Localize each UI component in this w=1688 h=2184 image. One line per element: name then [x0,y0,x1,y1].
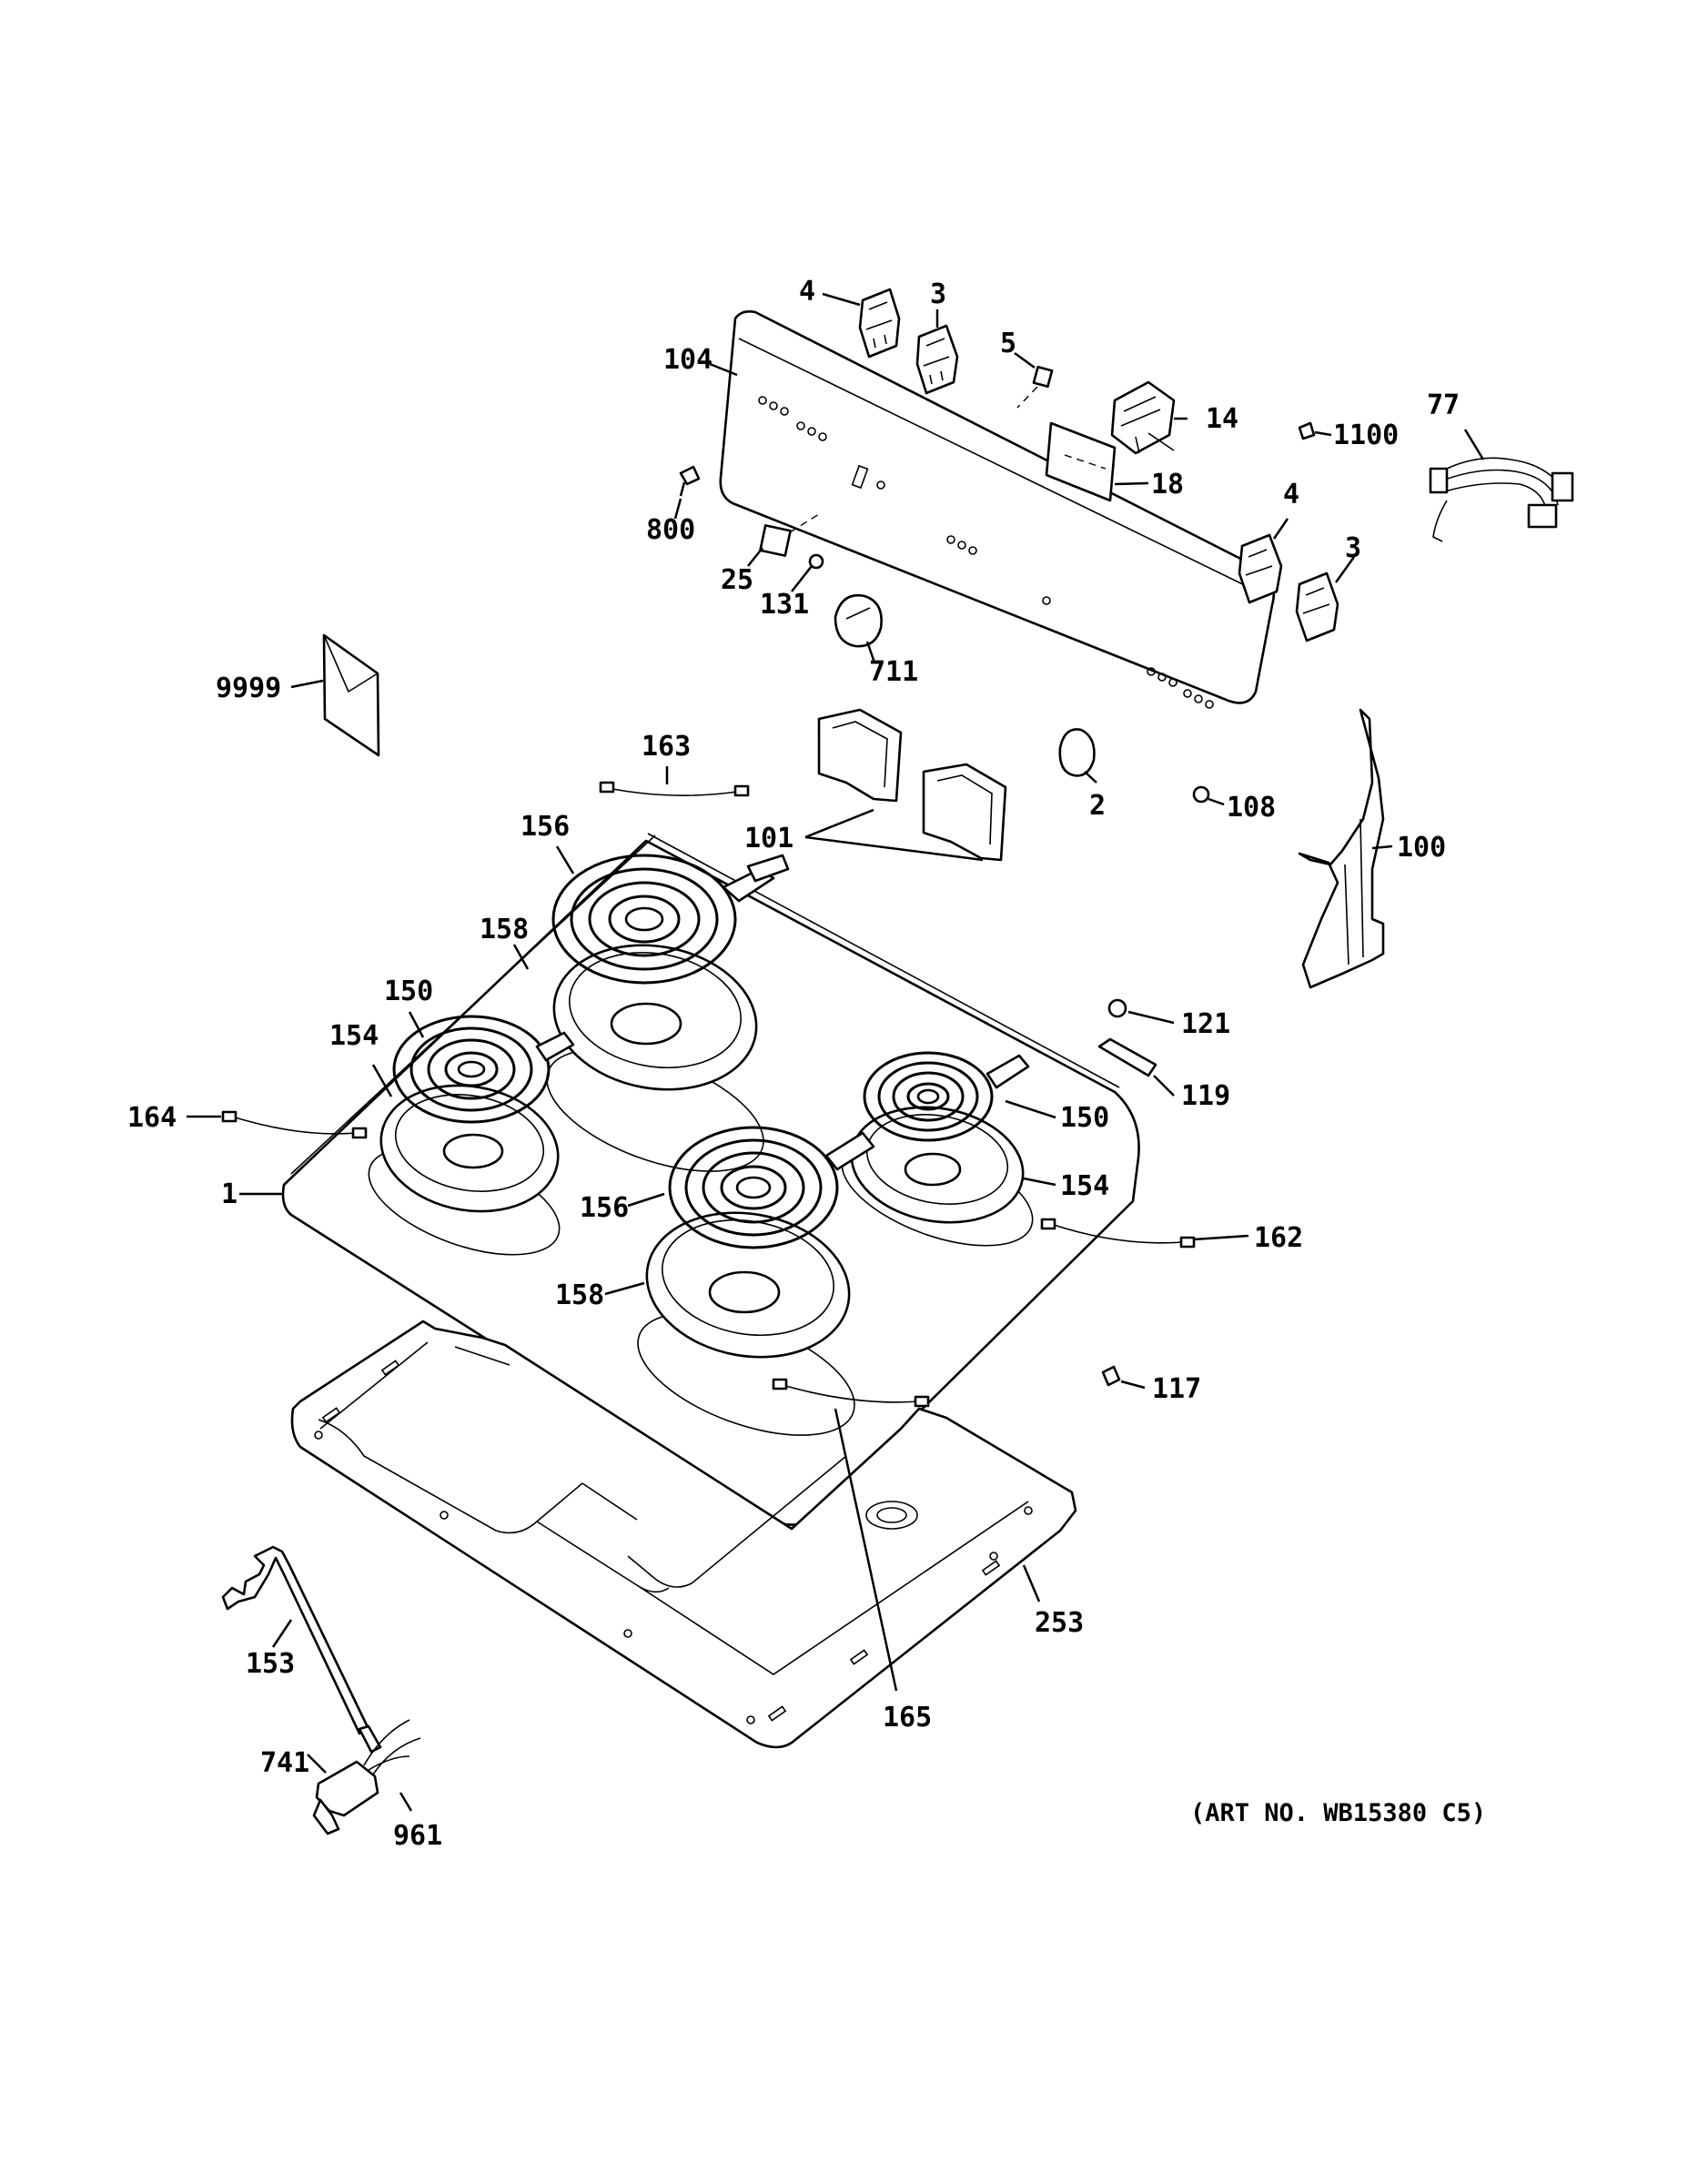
screw-121 [1107,998,1127,1018]
callout-3: 3 [930,278,946,310]
indicator-light-5 [1016,365,1054,409]
infinite-switch-3-right [1295,571,1339,642]
callout-162: 162 [1254,1222,1303,1254]
callout-741: 741 [260,1747,309,1779]
coil-element-156-top [551,854,790,985]
wire-harness-77 [1429,457,1574,542]
callout-5: 5 [1000,328,1016,359]
infinite-switch-3-top [915,324,959,395]
literature-9999 [322,633,380,757]
callout-150-left: 150 [384,976,433,1007]
callout-14: 14 [1206,403,1238,435]
screw-800 [679,465,701,497]
drip-pan-158-top [552,944,758,1091]
drip-pan-158-front [645,1211,851,1359]
callout-165: 165 [883,1702,932,1734]
callout-104: 104 [663,344,713,376]
side-trim-100 [1298,708,1385,989]
overlay-18 [1045,421,1117,502]
callout-156-front: 156 [580,1192,629,1224]
rod-153 [221,1545,382,1754]
callout-154-right: 154 [1060,1170,1109,1202]
wire-162 [1040,1218,1196,1249]
callout-100: 100 [1397,832,1446,864]
callout-108: 108 [1227,792,1276,824]
leader-lines [187,292,1485,1812]
coil-element-150-right [863,1051,1030,1142]
callout-1: 1 [221,1178,238,1210]
callout-711: 711 [869,656,918,688]
callout-150-right: 150 [1060,1102,1109,1134]
callout-163: 163 [642,731,691,763]
timer-14 [1110,380,1176,455]
callout-154-left: 154 [329,1020,379,1052]
knob-2 [1058,728,1096,777]
screw-108 [1192,785,1210,804]
callout-156-top: 156 [521,811,570,843]
callout-4-right: 4 [1283,479,1299,511]
clip-117 [1101,1365,1121,1387]
art-number: (ART NO. WB15380 C5) [1190,1799,1486,1827]
callout-131: 131 [760,589,809,621]
brackets-101 [817,708,1007,862]
screw-1100 [1298,421,1316,440]
callout-2: 2 [1089,790,1106,822]
callout-101: 101 [744,823,793,854]
callout-153: 153 [246,1648,295,1680]
callout-77: 77 [1427,389,1460,421]
callout-25: 25 [721,564,753,596]
bracket-119 [1097,1037,1157,1077]
infinite-switch-4-top [858,288,901,359]
callout-9999: 9999 [216,672,281,704]
coil-element-156-front [668,1126,875,1249]
callout-3-right: 3 [1345,532,1361,564]
callout-121: 121 [1181,1008,1230,1040]
callout-119: 119 [1181,1080,1230,1112]
callout-labels: 4 3 5 104 14 1100 77 18 800 4 3 25 131 7… [127,276,1486,1852]
drip-pan-154-left [379,1084,560,1213]
burner-box-253 [290,1320,1077,1749]
knob-stem-131 [808,553,824,570]
callout-1100: 1100 [1333,420,1399,451]
callout-18: 18 [1151,469,1184,500]
callout-164: 164 [127,1102,177,1134]
coil-element-150-left [392,1015,575,1124]
terminal-block-741 [312,1719,421,1835]
drip-pan-154-right [850,1106,1025,1224]
callout-4: 4 [799,276,815,308]
wire-163 [599,781,750,797]
infinite-switch-4-right [1238,533,1283,604]
callout-800: 800 [646,514,695,546]
callout-961: 961 [393,1820,442,1852]
backsplash-panel [719,310,1276,709]
callout-117: 117 [1152,1373,1201,1405]
knob-711 [834,593,883,648]
switch-25 [759,513,820,557]
callout-158-top: 158 [480,914,529,945]
wire-164 [221,1110,368,1139]
callout-253: 253 [1035,1607,1084,1639]
wire-165 [772,1378,930,1408]
callout-158-front: 158 [555,1279,604,1311]
